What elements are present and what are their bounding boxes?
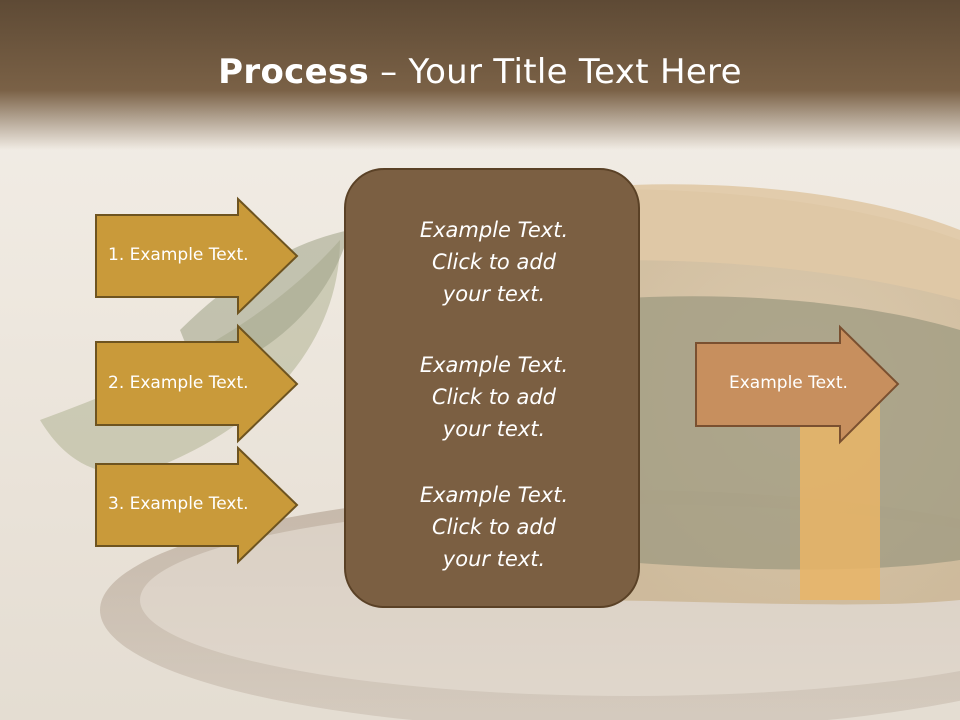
left-arrow-3[interactable] <box>95 445 299 565</box>
text-block-1[interactable]: Example Text. Click to add your text. <box>346 214 642 310</box>
text-line: Click to add <box>431 385 556 409</box>
text-line: your text. <box>442 547 546 571</box>
slide-title[interactable]: Process – Your Title Text Here <box>0 52 960 92</box>
title-rest: – Your Title Text Here <box>369 52 742 92</box>
text-line: Click to add <box>431 515 556 539</box>
text-line: your text. <box>442 282 546 306</box>
text-line: Example Text. <box>419 218 569 242</box>
text-line: your text. <box>442 417 546 441</box>
left-arrow-2[interactable] <box>95 323 299 444</box>
center-content-box[interactable]: Example Text. Click to add your text. Ex… <box>344 168 640 608</box>
left-arrow-1-label: 1. Example Text. <box>108 245 249 265</box>
header-band <box>0 0 960 150</box>
pie-crust-top <box>560 184 960 300</box>
right-arrow[interactable] <box>695 324 900 445</box>
text-line: Example Text. <box>419 353 569 377</box>
title-bold: Process <box>218 52 370 92</box>
left-arrow-2-label: 2. Example Text. <box>108 373 249 393</box>
left-arrow-3-label: 3. Example Text. <box>108 494 249 514</box>
left-arrow-1[interactable] <box>95 196 299 316</box>
text-block-2[interactable]: Example Text. Click to add your text. <box>346 349 642 445</box>
text-line: Example Text. <box>419 483 569 507</box>
text-line: Click to add <box>431 250 556 274</box>
text-block-3[interactable]: Example Text. Click to add your text. <box>346 479 642 575</box>
right-arrow-label: Example Text. <box>729 373 848 393</box>
